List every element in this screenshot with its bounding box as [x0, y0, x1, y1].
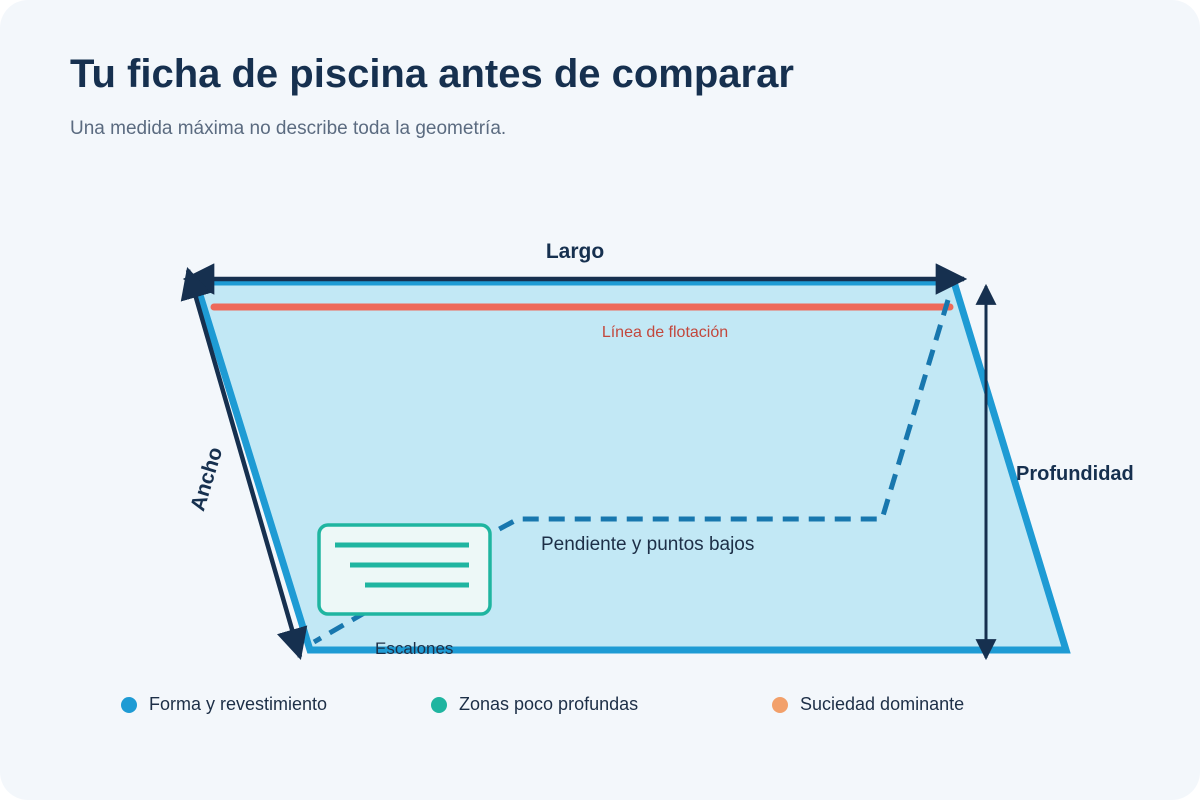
flotation-label: Línea de flotación	[602, 324, 728, 341]
steps-label: Escalones	[375, 639, 453, 658]
steps-connector-line	[312, 609, 368, 645]
legend: Forma y revestimiento Zonas poco profund…	[0, 694, 1200, 718]
width-dimension-arrow	[180, 266, 308, 661]
orange-dot-icon	[772, 696, 788, 713]
legend-label: Suciedad dominante	[800, 694, 965, 714]
legend-label: Zonas poco profundas	[459, 694, 639, 714]
legend-item-dirt: Suciedad dominante	[772, 694, 964, 715]
legend-item-shape: Forma y revestimiento	[121, 694, 327, 715]
page-subtitle: Una medida máxima no describe toda la ge…	[70, 118, 507, 139]
depth-label: Profundidad	[1016, 463, 1134, 485]
page-title: Tu ficha de piscina antes de comparar	[70, 52, 794, 96]
blue-dot-icon	[121, 696, 137, 713]
legend-item-shallow: Zonas poco profundas	[431, 694, 638, 715]
bottom-profile-line	[490, 299, 951, 536]
legend-label: Forma y revestimiento	[149, 694, 328, 714]
width-label: Ancho	[186, 445, 227, 514]
teal-dot-icon	[431, 696, 447, 713]
length-label: Largo	[546, 240, 604, 263]
steps-icon	[317, 523, 492, 616]
slope-label: Pendiente y puntos bajos	[541, 534, 754, 555]
